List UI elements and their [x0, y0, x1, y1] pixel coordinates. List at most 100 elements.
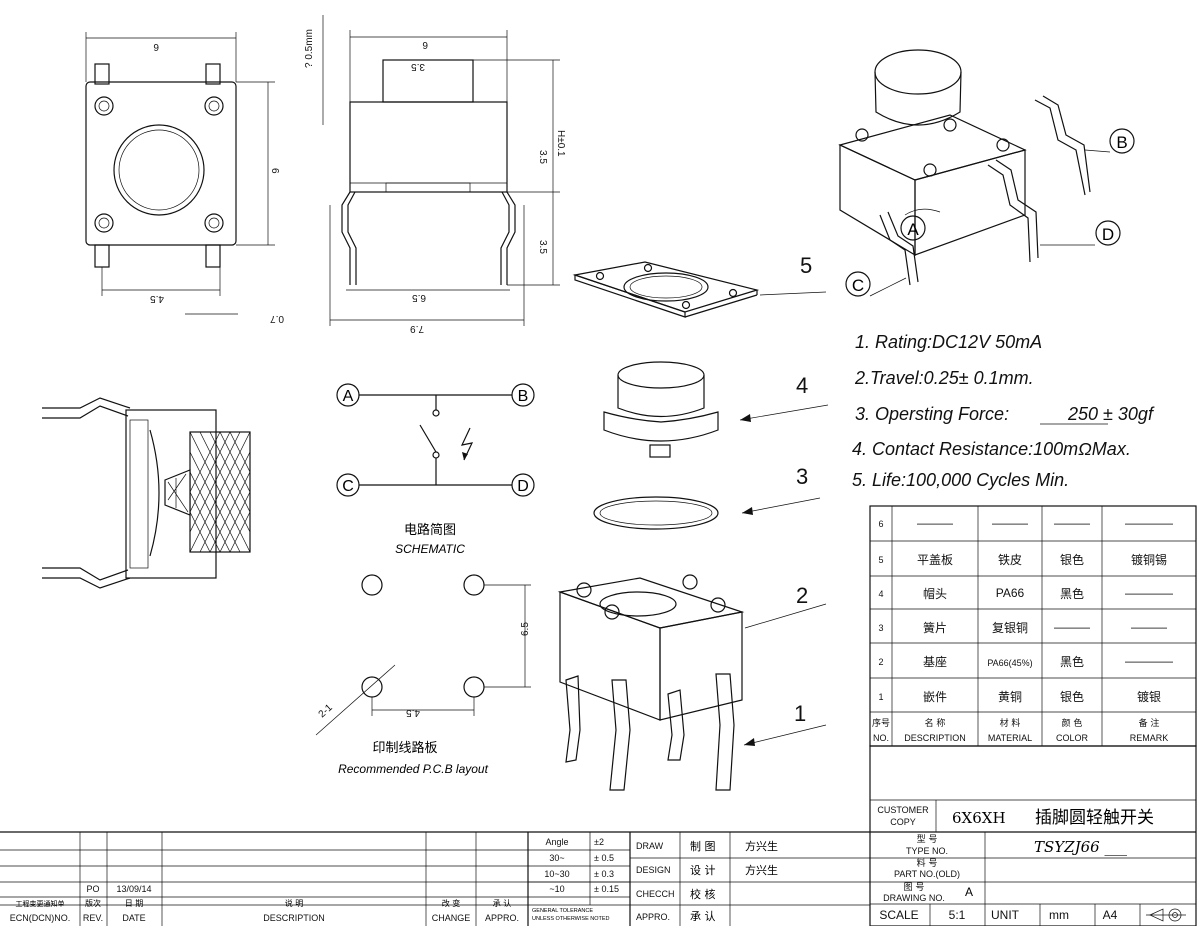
svg-text:~10: ~10: [549, 884, 564, 894]
type-no-value: TSYZJ66 ___: [1034, 838, 1127, 856]
svg-text:2: 2: [878, 657, 883, 667]
bom-row: 6 ——— ——— ——— ————: [878, 516, 1173, 530]
svg-text:镀银: 镀银: [1137, 690, 1161, 704]
spec-rating: 1. Rating:DC12V 50mA: [855, 332, 1042, 352]
svg-text:黄铜: 黄铜: [998, 689, 1022, 704]
svg-text:———: ———: [917, 516, 953, 530]
product-name: 插脚圆轻触开关: [1035, 808, 1154, 828]
top-view: 6 6 4.5 0.7: [85, 32, 284, 324]
dim-pin-height: 3.5: [537, 240, 548, 254]
part-3-dome-contact: 3: [593, 464, 821, 530]
spec-contact-resistance: 4. Contact Resistance:100mΩMax.: [852, 439, 1131, 459]
dim-stroke: ? 0.5mm: [304, 29, 315, 68]
approval-label: APPRO.: [485, 913, 519, 923]
model-number: 6X6XH: [952, 809, 1006, 827]
svg-text:————: ————: [1125, 516, 1173, 530]
svg-text:6: 6: [878, 519, 883, 529]
unit-label: UNIT: [991, 908, 1020, 922]
svg-text:———: ———: [1054, 620, 1090, 634]
dim-pcb-pitch-v: 6.5: [520, 622, 531, 636]
rev-label: REV.: [83, 913, 103, 923]
svg-text:3: 3: [878, 623, 883, 633]
customer-label: CUSTOMER: [877, 805, 929, 815]
pcb-hole: [463, 676, 485, 698]
spec-travel: 2.Travel:0.25± 0.1mm.: [854, 368, 1034, 388]
svg-text:制 图: 制 图: [690, 840, 716, 853]
svg-text:REMARK: REMARK: [1130, 733, 1169, 743]
bom-table: 6 ——— ——— ——— ———— 5 平盖板 铁皮 银色 镀铜锡 4 帽头 …: [869, 505, 1197, 747]
svg-text:型 号: 型 号: [917, 834, 938, 845]
dim-top-width: 6: [153, 41, 159, 52]
pin-c-label: C: [342, 478, 354, 495]
svg-text:COLOR: COLOR: [1056, 733, 1089, 743]
pcb-title-en: Recommended P.C.B layout: [338, 762, 489, 776]
tol-angle-label: Angle: [545, 837, 568, 847]
dim-side-height: 6: [269, 168, 280, 174]
dim-pin-offset: 0.7: [270, 313, 284, 324]
svg-text:———: ———: [1054, 516, 1090, 530]
iso-pin-c: C: [852, 276, 864, 295]
dim-body-height: 3.5: [537, 150, 548, 164]
dim-front-span: 6.5: [412, 292, 426, 303]
draw-signature: 方兴生: [745, 839, 778, 853]
isometric-assembly: B D A C: [838, 49, 1135, 297]
pin-d-label: D: [517, 478, 529, 495]
svg-text:序号: 序号: [872, 717, 890, 729]
svg-text:备 注: 备 注: [1139, 717, 1160, 729]
paper-size: A4: [1103, 908, 1118, 922]
svg-text:承 认: 承 认: [690, 910, 716, 923]
title-block: CUSTOMER COPY 6X6XH 插脚圆轻触开关 型 号 TYPE NO.…: [869, 745, 1197, 926]
dim-total-height: H±0.1: [555, 130, 566, 157]
callout-2: 2: [796, 583, 808, 608]
dim-hole-dia: 2-1: [317, 702, 335, 720]
tol-note-general: GENERAL TOLERANCE: [532, 908, 593, 914]
svg-text:————: ————: [1125, 586, 1173, 600]
svg-text:30~: 30~: [549, 853, 564, 863]
unit-value: mm: [1049, 908, 1069, 922]
specifications: 1. Rating:DC12V 50mA 2.Travel:0.25± 0.1m…: [852, 332, 1155, 490]
pcb-hole: [361, 676, 383, 698]
iso-pin-a: A: [907, 220, 919, 239]
schematic-title-en: SCHEMATIC: [395, 542, 465, 556]
drawing-no-value: A: [965, 885, 973, 899]
svg-text:银色: 银色: [1060, 690, 1084, 704]
date-label: DATE: [122, 913, 145, 923]
type-no-label: TYPE NO.: [906, 846, 948, 856]
svg-text:工程变更通知单: 工程变更通知单: [16, 899, 65, 908]
svg-text:改 变: 改 变: [442, 898, 461, 908]
dim-overall-width: 7.9: [410, 323, 424, 334]
dim-front-width: 6: [422, 39, 428, 50]
svg-text:设 计: 设 计: [690, 864, 716, 877]
bom-row: 5 平盖板 铁皮 银色 镀铜锡: [878, 552, 1167, 567]
callout-3: 3: [796, 464, 808, 489]
svg-text:黑色: 黑色: [1060, 587, 1084, 601]
svg-text:± 0.15: ± 0.15: [594, 884, 619, 894]
bom-row: 1 嵌件 黄铜 银色 镀银: [878, 689, 1161, 704]
bom-header: 序号 名 称 材 料 颜 色 备 注 NO. DESCRIPTION MATER…: [872, 717, 1168, 743]
svg-text:PA66: PA66: [996, 586, 1025, 600]
svg-text:5: 5: [878, 555, 883, 565]
tol-note-unless: UNLESS OTHERWISE NOTED: [532, 916, 610, 922]
svg-text:1: 1: [878, 692, 883, 702]
scale-label: SCALE: [879, 908, 918, 922]
description-label: DESCRIPTION: [263, 913, 325, 923]
part-1-insert-pins: 1: [565, 673, 827, 791]
svg-text:黑色: 黑色: [1060, 655, 1084, 669]
svg-text:———: ———: [992, 516, 1028, 530]
svg-text:镀铜锡: 镀铜锡: [1131, 552, 1167, 567]
pcb-title-cn: 印制线路板: [372, 740, 437, 756]
schematic: A B C D 电路简图 SCHEMATIC: [336, 383, 535, 556]
svg-text:———: ———: [1131, 620, 1167, 634]
iso-pin-d: D: [1102, 225, 1114, 244]
svg-text:帽头: 帽头: [923, 586, 947, 601]
svg-text:± 0.3: ± 0.3: [594, 869, 614, 879]
svg-text:PA66(45%): PA66(45%): [987, 658, 1032, 668]
svg-text:名 称: 名 称: [925, 717, 946, 729]
scale-value: 5:1: [949, 908, 966, 922]
svg-text:嵌件: 嵌件: [923, 690, 947, 704]
part-4-button-cap: 4: [603, 361, 829, 458]
svg-text:颜 色: 颜 色: [1062, 717, 1083, 729]
bom-row: 2 基座 PA66(45%) 黑色 ————: [878, 654, 1173, 669]
pcb-hole: [361, 574, 383, 596]
schematic-title-cn: 电路简图: [404, 522, 456, 538]
